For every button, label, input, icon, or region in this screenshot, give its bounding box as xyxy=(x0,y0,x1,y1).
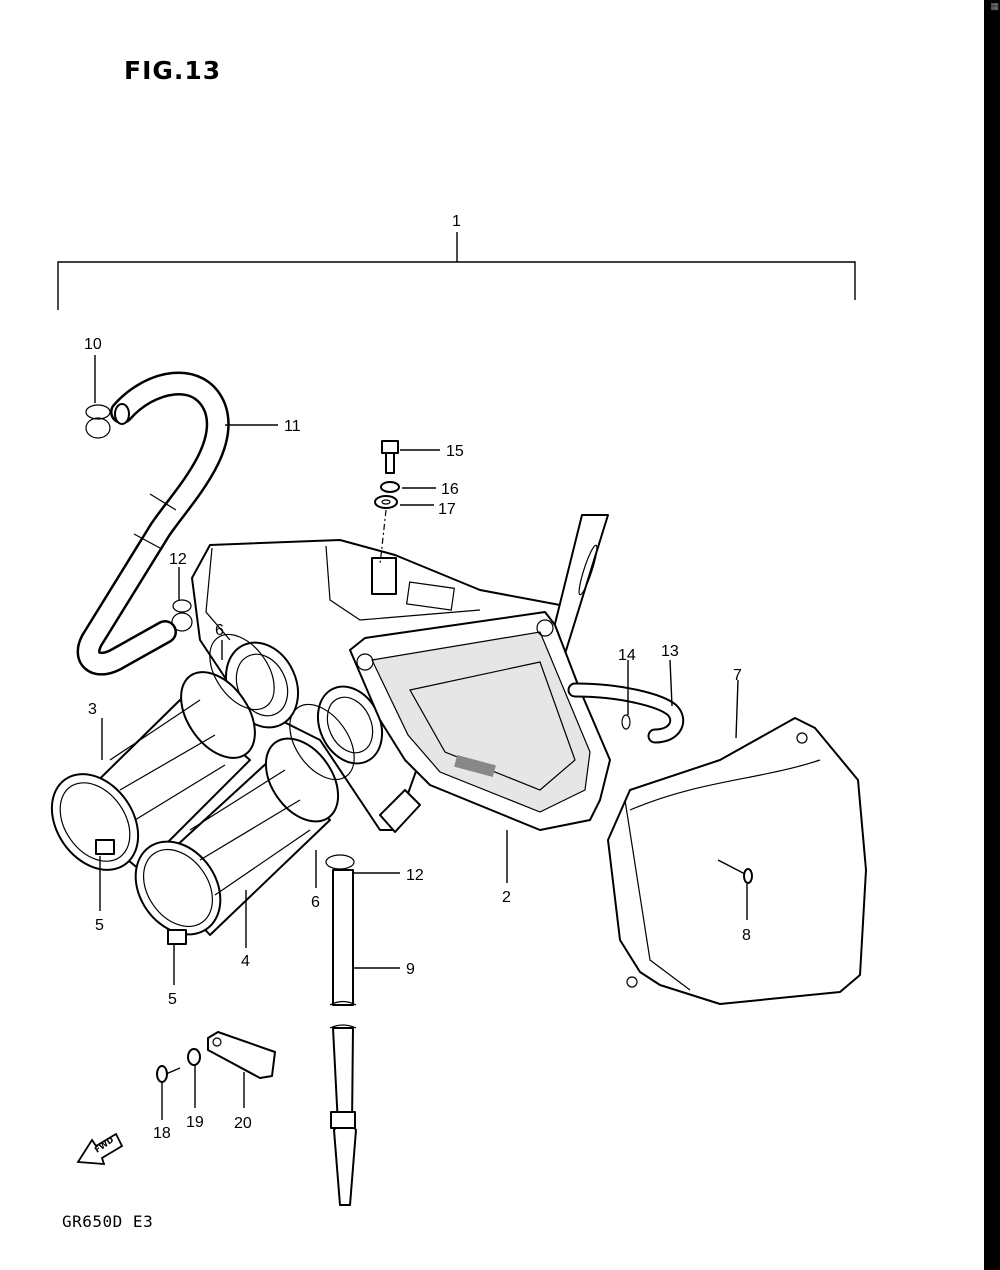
scan-mark-icon: ▦ xyxy=(990,1,999,11)
drain-clamp xyxy=(325,854,355,870)
scan-edge-bar xyxy=(984,0,1000,1270)
intake-pipe-right xyxy=(134,737,340,936)
pipe-clamp-5a xyxy=(95,839,115,855)
model-code: GR650D E3 xyxy=(62,1212,154,1231)
callout-12a: 12 xyxy=(169,551,187,568)
flat-washer xyxy=(374,495,398,509)
breather-hose xyxy=(76,371,230,676)
small-washer xyxy=(187,1048,201,1066)
callout-2: 2 xyxy=(502,889,511,906)
small-screw xyxy=(156,1065,181,1083)
pipe-clamp-5b xyxy=(167,929,187,945)
air-cleaner-cover xyxy=(607,717,867,1005)
cover-screw xyxy=(717,859,753,884)
drain-tube xyxy=(567,682,685,744)
callout-17: 17 xyxy=(438,501,456,518)
callout-10: 10 xyxy=(84,336,102,353)
callout-16: 16 xyxy=(441,481,459,498)
callout-20: 20 xyxy=(234,1115,252,1132)
callout-5b: 5 xyxy=(168,991,177,1008)
callout-labels: 1 2 3 4 5 5 6 6 7 8 9 10 11 12 12 13 14 … xyxy=(84,213,751,1142)
callout-4: 4 xyxy=(241,953,250,970)
callout-8: 8 xyxy=(742,927,751,944)
callout-11: 11 xyxy=(284,418,301,435)
leader-lines xyxy=(94,355,748,1120)
callout-7: 7 xyxy=(733,667,742,684)
intake-pipe-left xyxy=(50,671,256,871)
drain-pipe xyxy=(329,869,357,1206)
hose-clamp-upper xyxy=(85,404,111,439)
callout-18: 18 xyxy=(153,1125,171,1142)
callout-14: 14 xyxy=(618,647,636,664)
figure-title: FIG.13 xyxy=(124,56,222,85)
callout-5a: 5 xyxy=(95,917,104,934)
callout-6b: 6 xyxy=(311,894,320,911)
pipe-clamp-lower xyxy=(289,703,355,781)
pipe-clamp-upper xyxy=(209,633,275,711)
fwd-arrow-icon: FWD xyxy=(76,1132,124,1166)
hose-clamp-mid xyxy=(171,599,193,632)
callout-1: 1 xyxy=(452,213,461,230)
assembly-bracket xyxy=(57,232,856,310)
callout-6a: 6 xyxy=(215,622,224,639)
callout-9: 9 xyxy=(406,961,415,978)
retaining-plate xyxy=(207,1031,276,1079)
callout-15: 15 xyxy=(446,443,464,460)
mount-bolt xyxy=(381,440,399,474)
callout-13: 13 xyxy=(661,643,679,660)
callout-3: 3 xyxy=(88,701,97,718)
callout-19: 19 xyxy=(186,1114,204,1131)
air-filter-element xyxy=(349,611,611,831)
lock-washer xyxy=(380,481,400,493)
callout-12b: 12 xyxy=(406,867,424,884)
